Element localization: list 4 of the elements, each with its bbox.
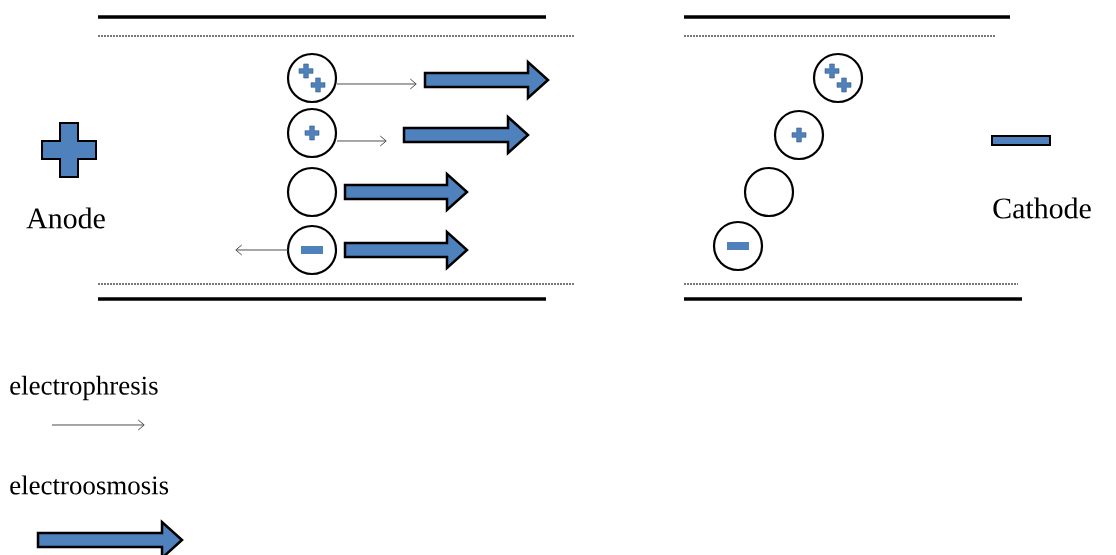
legend-text: electrophresis (10, 375, 158, 401)
electrode-label: Cathode (993, 197, 1091, 219)
electrode-label: Anode (26, 207, 105, 229)
legend-text: electroosmosis (10, 475, 169, 495)
